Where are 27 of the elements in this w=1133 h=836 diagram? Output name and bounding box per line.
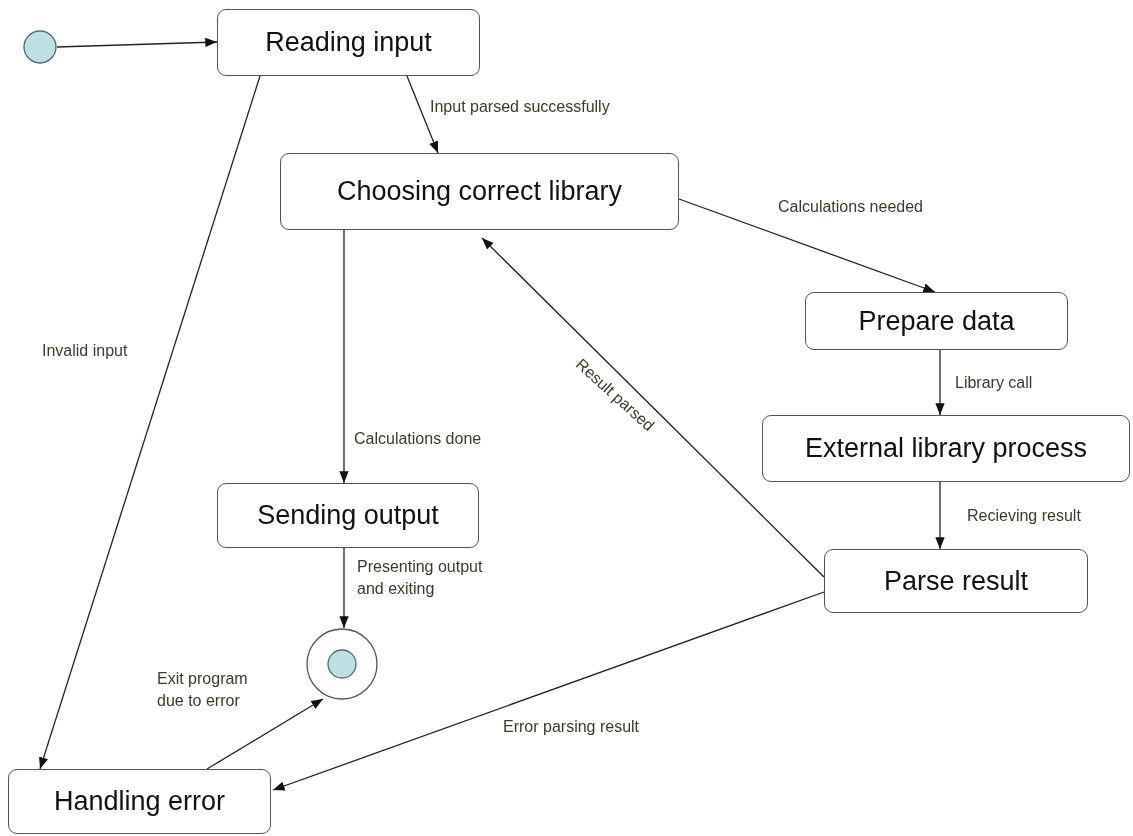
state-box bbox=[280, 153, 679, 230]
state-box bbox=[8, 769, 271, 834]
state-name: Sending output bbox=[257, 500, 439, 531]
state-name: Handling error bbox=[53, 786, 226, 817]
state-name: Parse result bbox=[883, 565, 1029, 597]
state-box bbox=[805, 292, 1068, 350]
initial-state-circle bbox=[23, 30, 57, 64]
arrow bbox=[678, 198, 936, 293]
state-name: External library process bbox=[804, 433, 1088, 464]
arrow bbox=[935, 349, 945, 416]
arrow bbox=[56, 37, 218, 48]
arrow bbox=[406, 75, 439, 154]
state-box bbox=[217, 483, 479, 548]
arrow bbox=[206, 698, 324, 770]
state-name: Reading input bbox=[265, 27, 432, 58]
arrow bbox=[481, 237, 825, 578]
arrow bbox=[339, 229, 349, 484]
state-box bbox=[762, 415, 1130, 482]
state-name: Choosing correct library bbox=[336, 176, 623, 207]
state-box bbox=[824, 549, 1088, 613]
arrow bbox=[272, 591, 825, 791]
arrow bbox=[935, 481, 945, 550]
arrow bbox=[39, 75, 261, 770]
arrow bbox=[339, 547, 349, 629]
state-box bbox=[217, 9, 480, 76]
final-state-circle bbox=[306, 628, 378, 700]
state-name: Prepare data bbox=[858, 305, 1015, 337]
